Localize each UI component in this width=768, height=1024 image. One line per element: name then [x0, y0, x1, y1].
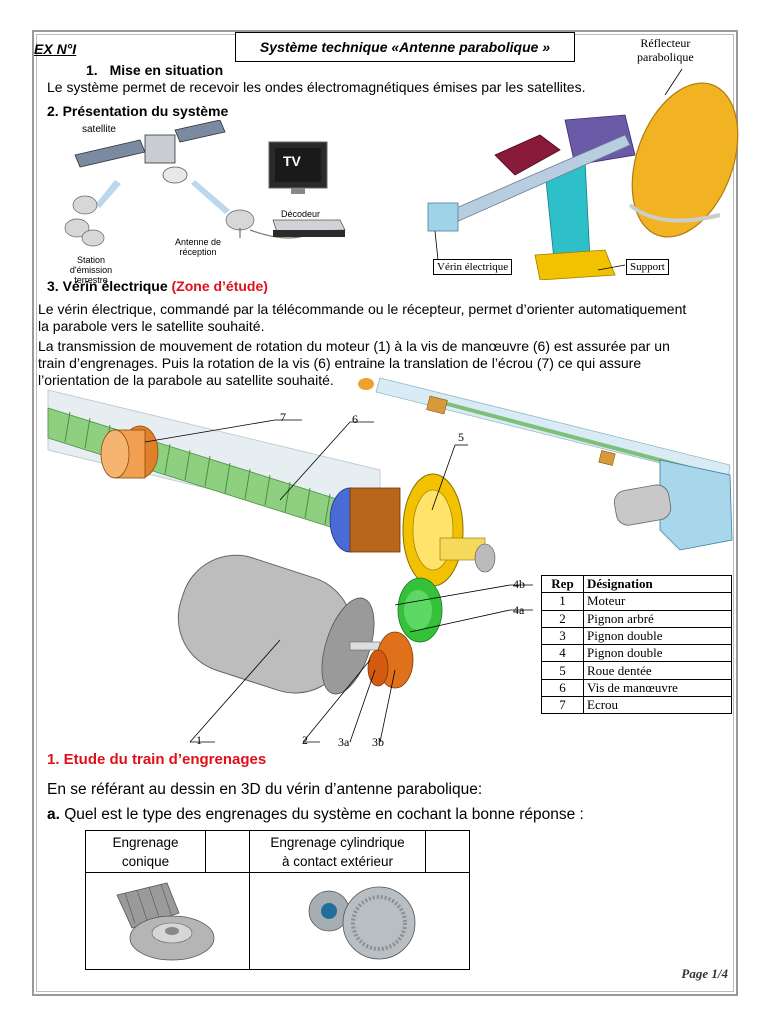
callout-1: 1: [196, 733, 202, 747]
row-designation: Pignon arbré: [583, 609, 732, 628]
ground-station-icon: [64, 195, 105, 247]
table-header-row: Rep Désignation: [541, 574, 732, 594]
antenna-assembly-illustration: [427, 68, 739, 280]
label-satellite: satellite: [82, 124, 116, 135]
callout-3b: 3b: [372, 735, 384, 749]
row-rep: 5: [541, 661, 584, 680]
header-rep: Rep: [541, 574, 584, 594]
satellite-icon: [74, 120, 226, 184]
callout-leaders: [144, 419, 533, 743]
section1-text: Le système permet de recevoir les ondes …: [47, 79, 586, 95]
row-rep: 4: [541, 644, 584, 663]
section2-title: 2. Présentation du système: [47, 103, 229, 119]
section3-para1: Le vérin électrique, commandé par la tél…: [38, 301, 687, 334]
section1-title: Mise en situation: [109, 62, 224, 78]
page-frame: [32, 30, 738, 996]
label-support: Support: [626, 259, 669, 275]
callout-2: 2: [302, 733, 308, 747]
tv-icon: [268, 141, 328, 194]
section1-number: 1.: [86, 62, 98, 78]
actuator-overview: [358, 377, 733, 551]
label-reflecteur: Réflecteur parabolique: [637, 36, 694, 64]
section3-title: 3. Vérin électrique: [47, 278, 168, 294]
section3-para2: La transmission de mouvement de rotation…: [38, 338, 670, 388]
gear-4: [397, 577, 443, 643]
row-rep: 3: [541, 626, 584, 646]
document-title: Système technique «Antenne parabolique »: [235, 32, 575, 62]
label-decodeur: Décodeur: [281, 209, 321, 219]
reflector-shape: [631, 82, 739, 238]
label-station: Station d'émission terrestre: [69, 255, 113, 285]
part1-intro: En se référant au dessin en 3D du vérin …: [47, 781, 483, 798]
section3-heading: 3. Vérin électrique (Zone d’étude): [47, 278, 268, 294]
row-designation: Moteur: [583, 592, 732, 611]
label-verin: Vérin électrique: [433, 259, 513, 275]
row-rep: 2: [541, 609, 584, 628]
row-designation: Vis de manœuvre: [583, 678, 732, 698]
gear-train-illustration: [47, 377, 733, 743]
callout-4a: 4a: [513, 603, 525, 617]
callout-3a: 3a: [338, 735, 350, 749]
header-designation: Désignation: [583, 574, 732, 594]
reception-antenna-icon: [225, 209, 255, 238]
nut-7: [100, 425, 159, 479]
row-rep: 6: [541, 678, 584, 698]
part1-question: a. Quel est le type des engrenages du sy…: [47, 806, 584, 823]
gear-5: [402, 473, 496, 587]
exercise-label: EX N°I: [34, 41, 77, 57]
row-designation: Roue dentée: [583, 661, 732, 680]
callout-5: 5: [458, 430, 464, 444]
motor-1: [177, 554, 381, 695]
row-designation: Ecrou: [583, 696, 732, 715]
option-conique-label: Engrenage conique: [86, 831, 206, 873]
label-antenne: Antenne de réception: [174, 237, 222, 257]
checkbox-conique[interactable]: [206, 831, 250, 873]
bevel-gear-image: [115, 882, 214, 961]
row-designation: Pignon double: [583, 644, 732, 663]
row-designation: Pignon double: [583, 626, 732, 646]
callout-4b: 4b: [513, 577, 525, 591]
callout-7: 7: [280, 410, 286, 424]
bevel-gear-image-cell: [86, 873, 250, 969]
page-number: Page 1/4: [681, 966, 728, 981]
option-cylindrique-label: Engrenage cylindrique à contact extérieu…: [250, 831, 426, 873]
label-tv: TV: [283, 153, 301, 169]
row-rep: 7: [541, 696, 584, 715]
checkbox-cylindrique[interactable]: [426, 831, 469, 873]
section1-heading: 1. Mise en situation: [86, 62, 223, 78]
question-letter: a.: [47, 806, 60, 823]
decoder-icon: [272, 219, 346, 237]
gear-3: [367, 631, 414, 689]
part1-title: 1. Etude du train d’engrenages: [47, 751, 267, 768]
satellite-diagram: [64, 120, 346, 247]
callout-6: 6: [352, 412, 358, 426]
section3-zone: (Zone d’étude): [171, 278, 268, 294]
spur-gear-image: [308, 886, 416, 960]
answer-table: Engrenage conique Engrenage cylindrique …: [85, 830, 470, 970]
row-rep: 1: [541, 592, 584, 611]
spur-gear-image-cell: [250, 873, 469, 969]
